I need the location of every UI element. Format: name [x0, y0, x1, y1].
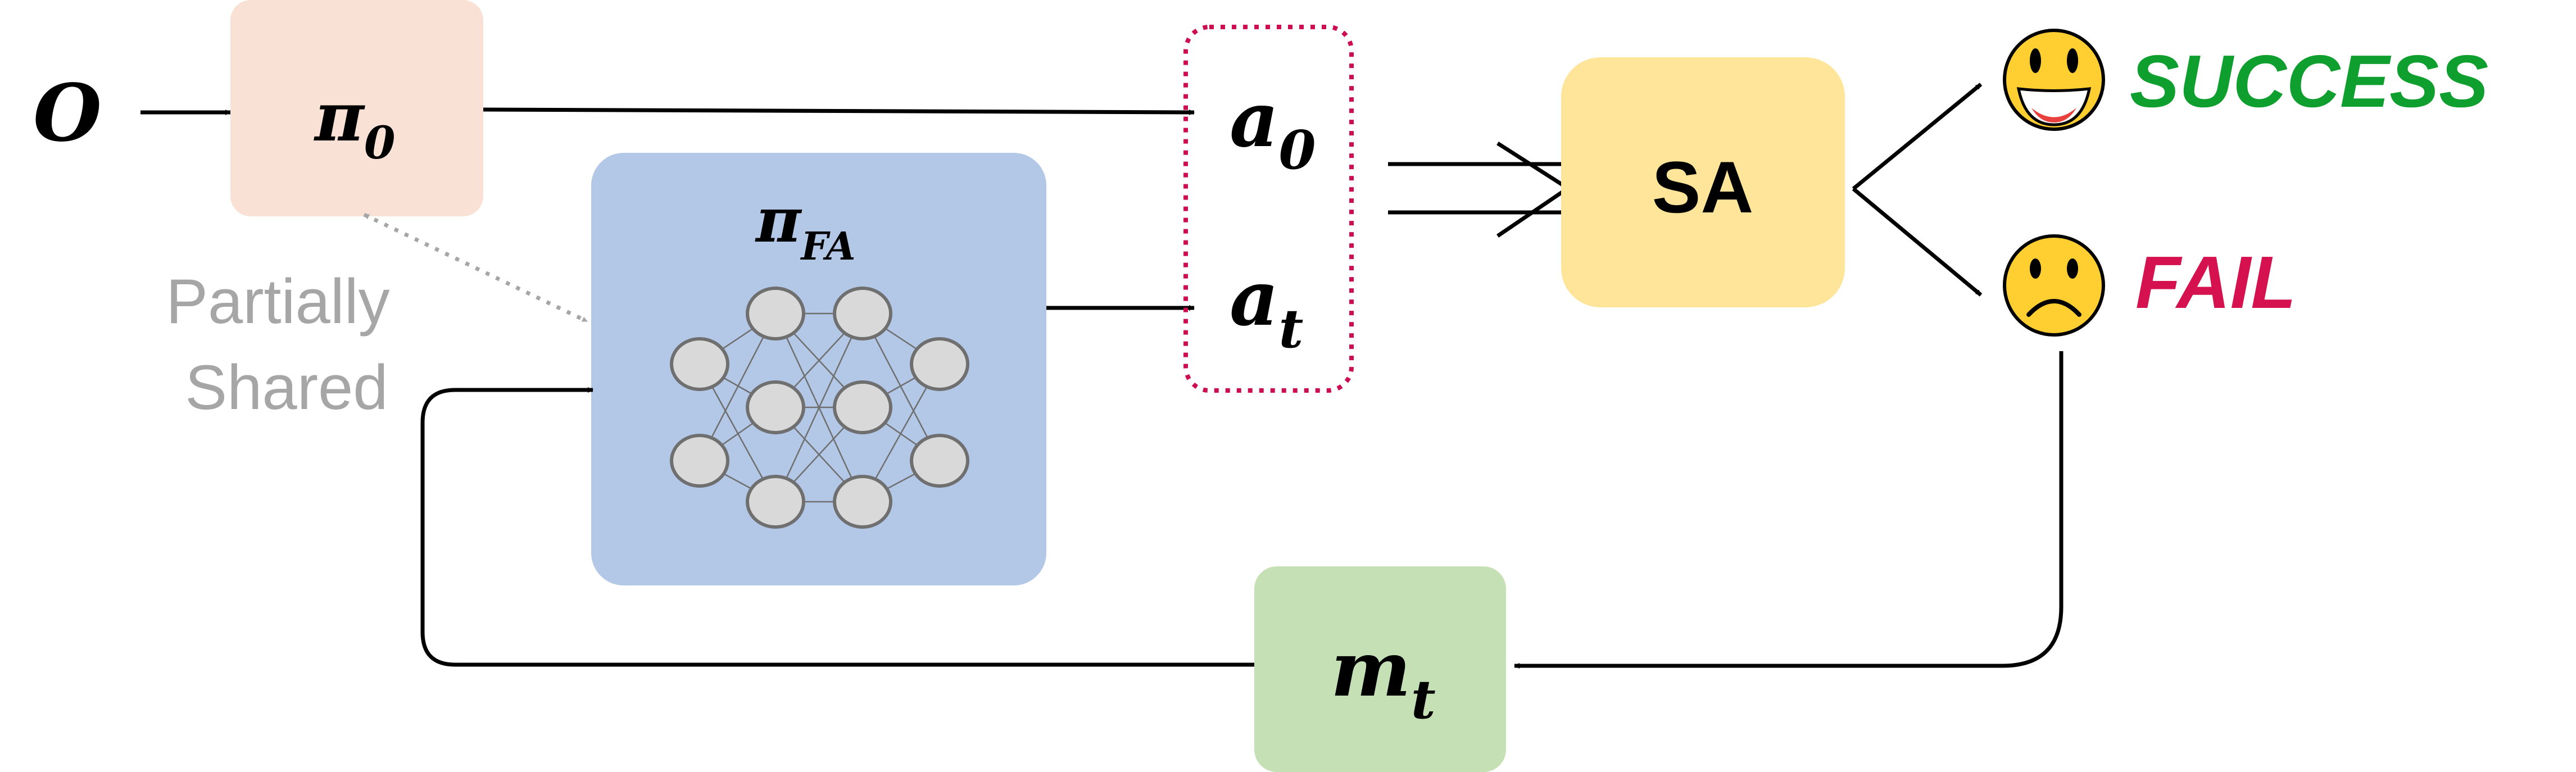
nn-node: [833, 287, 892, 340]
nn-edge: [699, 313, 777, 461]
nn-node: [910, 337, 969, 391]
actions-box: [1183, 25, 1354, 393]
nn-node: [746, 287, 805, 340]
arrow-fail-to-memory: [1514, 351, 2063, 669]
double-arrow-to-sa: [1388, 142, 1572, 238]
arrow-sa-to-success: [1852, 83, 1983, 190]
nn-node: [833, 475, 892, 529]
nn-edge: [774, 313, 864, 502]
partially-shared-line1: Partially: [166, 266, 389, 337]
action-at-label: at: [1230, 253, 1303, 360]
pi-fa-label: πFA: [755, 184, 856, 269]
pi0-box: [230, 0, 483, 216]
nn-node: [670, 434, 729, 488]
pi-fa-box: [591, 153, 1046, 585]
action-a0-label: a0: [1230, 75, 1316, 181]
input-observation-label: O: [33, 67, 102, 160]
fail-label: FAIL: [2135, 241, 2296, 324]
nn-edge: [861, 313, 941, 461]
nn-node: [746, 380, 805, 434]
sad-face-icon: [2003, 234, 2105, 337]
sa-box: [1561, 57, 1845, 307]
happy-face-icon: [2003, 29, 2105, 131]
memory-box: [1254, 566, 1506, 772]
nn-node: [833, 380, 892, 434]
pi0-label: π0: [314, 78, 396, 169]
arrow-memory-to-pifa: [420, 387, 1254, 667]
neural-network-icon: [670, 287, 969, 529]
partially-shared-connector: [363, 212, 588, 324]
success-label: SUCCESS: [2130, 40, 2488, 122]
nn-node: [670, 337, 729, 391]
memory-label: mt: [1331, 624, 1436, 731]
partially-shared-line2: Shared: [185, 352, 388, 423]
partially-shared-label: Partially Shared: [166, 266, 407, 423]
nn-node: [910, 434, 969, 488]
arrow-sa-to-fail: [1852, 187, 1983, 297]
nn-node: [746, 475, 805, 529]
arrow-pi0-to-a0: [483, 107, 1195, 115]
sa-label: SA: [1652, 146, 1754, 228]
